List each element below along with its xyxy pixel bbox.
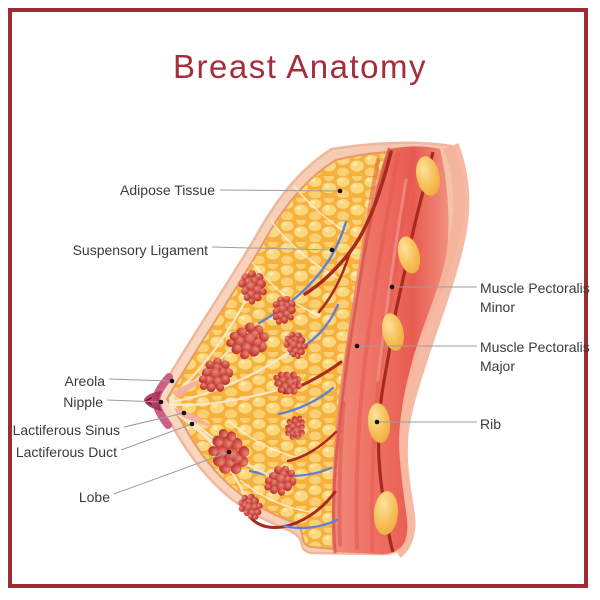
label-adipose-tissue: Adipose Tissue: [120, 182, 215, 198]
rib-shape: [373, 491, 399, 535]
label-muscle-pectoralis-major: Muscle Pectoralis Major: [480, 339, 590, 374]
rib-shape: [397, 236, 421, 274]
label-suspensory-ligament: Suspensory Ligament: [72, 242, 208, 258]
label-lactiferous-sinus: Lactiferous Sinus: [12, 422, 120, 438]
label-nipple: Nipple: [63, 394, 103, 410]
label-lobe: Lobe: [78, 489, 110, 505]
leader-dots: [158, 188, 395, 455]
label-muscle-pectoralis-minor: Muscle Pectoralis Minor: [480, 280, 590, 315]
artery-vessels: [248, 150, 393, 529]
label-lactiferous-duct: Lactiferous Duct: [15, 444, 117, 460]
label-areola: Areola: [64, 373, 105, 389]
page-title: Breast Anatomy: [173, 48, 427, 85]
label-rib: Rib: [480, 416, 502, 432]
leader-lines: [106, 189, 477, 495]
chest-wall-skin: [390, 143, 470, 558]
rib-shape: [416, 156, 440, 196]
nipple-shape: [144, 391, 162, 411]
rib-shape: [381, 313, 405, 351]
